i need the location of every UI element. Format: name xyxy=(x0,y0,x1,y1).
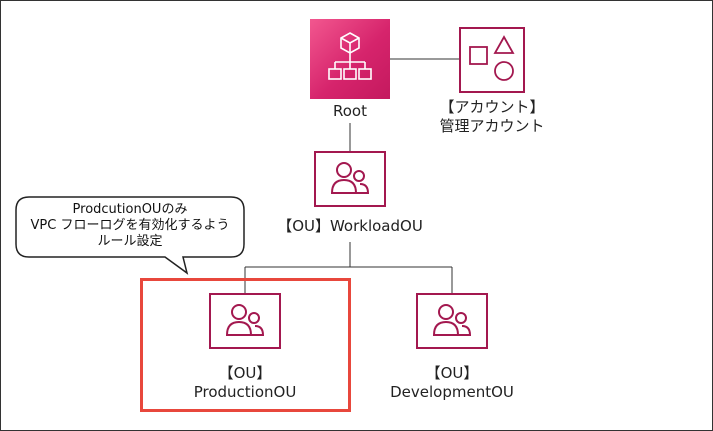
development-ou-label: 【OU】 DevelopmentOU xyxy=(372,364,532,402)
organization-tree-icon xyxy=(328,32,372,80)
users-icon xyxy=(225,304,265,336)
users-icon xyxy=(432,304,472,336)
callout-line2: VPC フローログを有効化するよう xyxy=(30,218,230,233)
callout-line3: ルール設定 xyxy=(97,234,163,249)
production-ou-label-line2: ProductionOU xyxy=(193,383,297,401)
root-node-icon[interactable] xyxy=(310,19,390,99)
production-ou-highlight xyxy=(140,278,351,412)
management-account-label-line1: 【アカウント】 xyxy=(439,98,545,116)
production-ou-label-line1: 【OU】 xyxy=(218,364,272,382)
users-icon xyxy=(330,162,370,194)
production-ou-label: 【OU】 ProductionOU xyxy=(165,364,325,402)
management-account-node-icon[interactable] xyxy=(459,27,525,93)
workload-ou-node-icon[interactable] xyxy=(314,151,386,207)
development-ou-node-icon[interactable] xyxy=(416,293,488,349)
management-account-label-line2: 管理アカウント xyxy=(439,117,545,135)
management-account-label: 【アカウント】 管理アカウント xyxy=(412,98,572,136)
callout-bubble xyxy=(15,196,245,275)
production-ou-node-icon[interactable] xyxy=(209,293,281,349)
callout-note: ProdcutionOUのみ VPC フローログを有効化するよう ルール設定 xyxy=(16,202,244,250)
development-ou-label-line2: DevelopmentOU xyxy=(390,383,514,401)
shapes-icon xyxy=(469,35,515,81)
root-label: Root xyxy=(333,102,367,120)
workload-ou-label: 【OU】WorkloadOU xyxy=(277,217,423,235)
callout-line1: ProdcutionOUのみ xyxy=(72,202,188,217)
development-ou-label-line1: 【OU】 xyxy=(425,364,479,382)
